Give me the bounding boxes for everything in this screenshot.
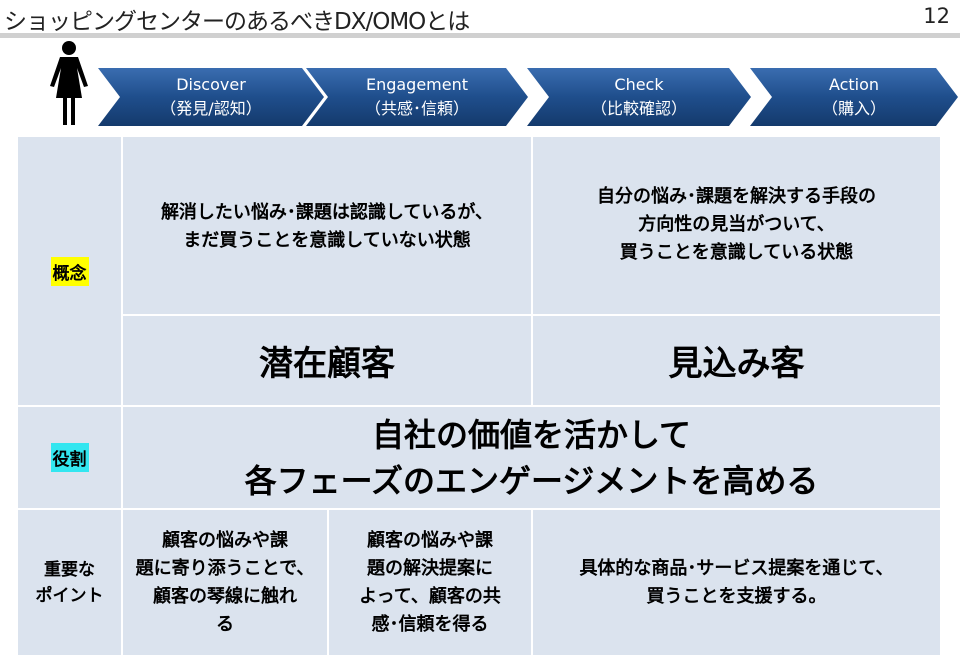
phase-arrow-action: Action （購入）: [750, 68, 958, 126]
phase-arrow-check: Check （比較確認）: [527, 68, 751, 126]
point-action: 具体的な商品･サービス提案を通じて、 買うことを支援する。: [533, 510, 940, 655]
concept-label-cell: 概念: [18, 137, 121, 405]
point-engagement: 顧客の悩みや課 題の解決提案に よって、顧客の共 感･信頼を得る: [329, 510, 531, 655]
phase-arrow-discover: Discover （発見/認知）: [98, 68, 324, 126]
phase-sub: （発見/認知）: [160, 99, 262, 118]
phase-sub: （共感･信頼）: [364, 99, 469, 118]
prospect-customer: 見込み客: [533, 316, 940, 405]
phase-name: Action: [828, 75, 880, 94]
points-label: 重要な ポイント: [18, 510, 121, 655]
role-text: 自社の価値を活かして 各フェーズのエンゲージメントを高める: [123, 407, 940, 508]
role-label: 役割: [50, 443, 89, 472]
title-divider: [0, 33, 960, 38]
role-label-cell: 役割: [18, 407, 121, 508]
phase-sub: （比較確認）: [590, 99, 687, 118]
slide-title: ショッピングセンターのあるべきDX/OMOとは: [4, 9, 470, 35]
phase-name: Check: [614, 75, 664, 94]
phase-name: Discover: [176, 75, 246, 94]
person-icon: [50, 41, 88, 125]
latent-description: 解消したい悩み･課題は認識しているが、 まだ買うことを意識していない状態: [123, 137, 531, 314]
latent-customer: 潜在顧客: [123, 316, 531, 405]
prospect-description: 自分の悩み･課題を解決する手段の 方向性の見当がついて、 買うことを意識している…: [533, 137, 940, 314]
phase-name: Engagement: [365, 75, 469, 94]
phase-sub: （購入）: [821, 99, 886, 118]
phase-arrow-engagement: Engagement （共感･信頼）: [306, 68, 528, 126]
point-discover: 顧客の悩みや課 題に寄り添うことで、 顧客の琴線に触れ る: [123, 510, 327, 655]
page-number: 12: [923, 4, 950, 28]
concept-label: 概念: [50, 256, 89, 286]
